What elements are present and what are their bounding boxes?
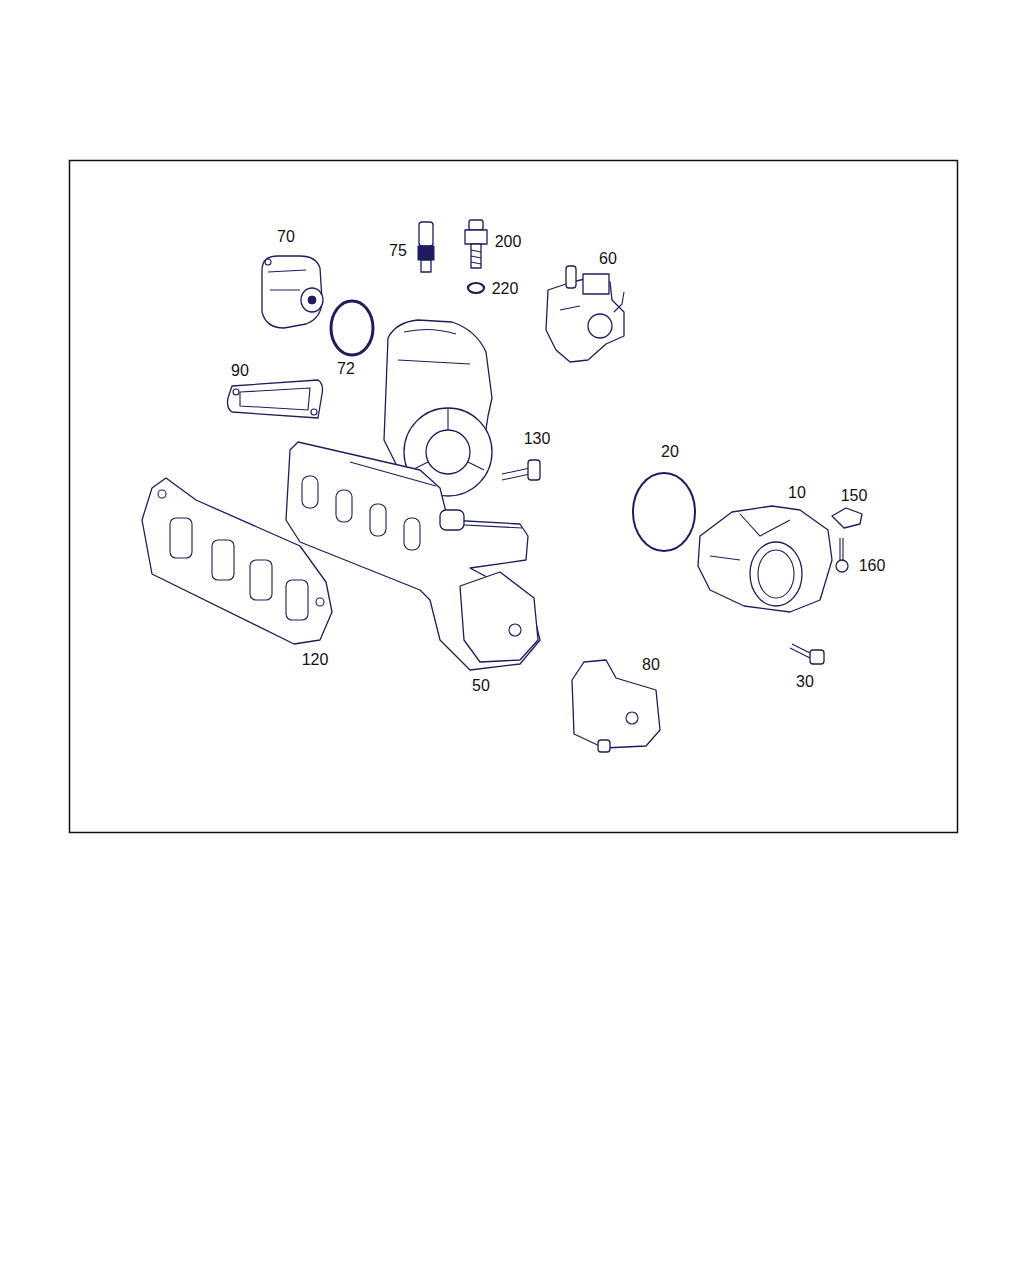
thermostat-housing: [262, 256, 323, 328]
callout-number: 130: [522, 430, 553, 448]
callout-number: 220: [490, 280, 521, 298]
screw: [836, 538, 848, 572]
callout-number: 120: [300, 651, 331, 669]
sealing-washer: [468, 283, 484, 293]
callout-number: 10: [786, 484, 808, 502]
o-ring: [331, 301, 373, 355]
bolt: [790, 644, 824, 664]
callout-number: 72: [335, 360, 357, 378]
frame: [70, 161, 958, 833]
housing-gasket: [228, 380, 323, 418]
throttle-valve: [698, 506, 832, 612]
callout-number: 150: [839, 487, 870, 505]
temperature-sensor: [418, 222, 434, 272]
bolt: [502, 460, 540, 480]
callout-number: 30: [794, 673, 816, 691]
callout-number: 70: [275, 228, 297, 246]
callout-number: 80: [640, 656, 662, 674]
pressure-converter: [546, 266, 624, 362]
callout-number: 60: [597, 250, 619, 268]
callout-number: 20: [659, 443, 681, 461]
callout-number: 90: [229, 362, 251, 380]
callout-number: 75: [387, 242, 409, 260]
pressure-sensor: [465, 220, 487, 268]
callout-number: 200: [493, 233, 524, 251]
callout-number: 50: [470, 677, 492, 695]
callout-number: 160: [857, 557, 888, 575]
seal-ring: [633, 473, 695, 551]
clip-nut: [832, 508, 862, 528]
manifold-gasket: [142, 478, 332, 644]
